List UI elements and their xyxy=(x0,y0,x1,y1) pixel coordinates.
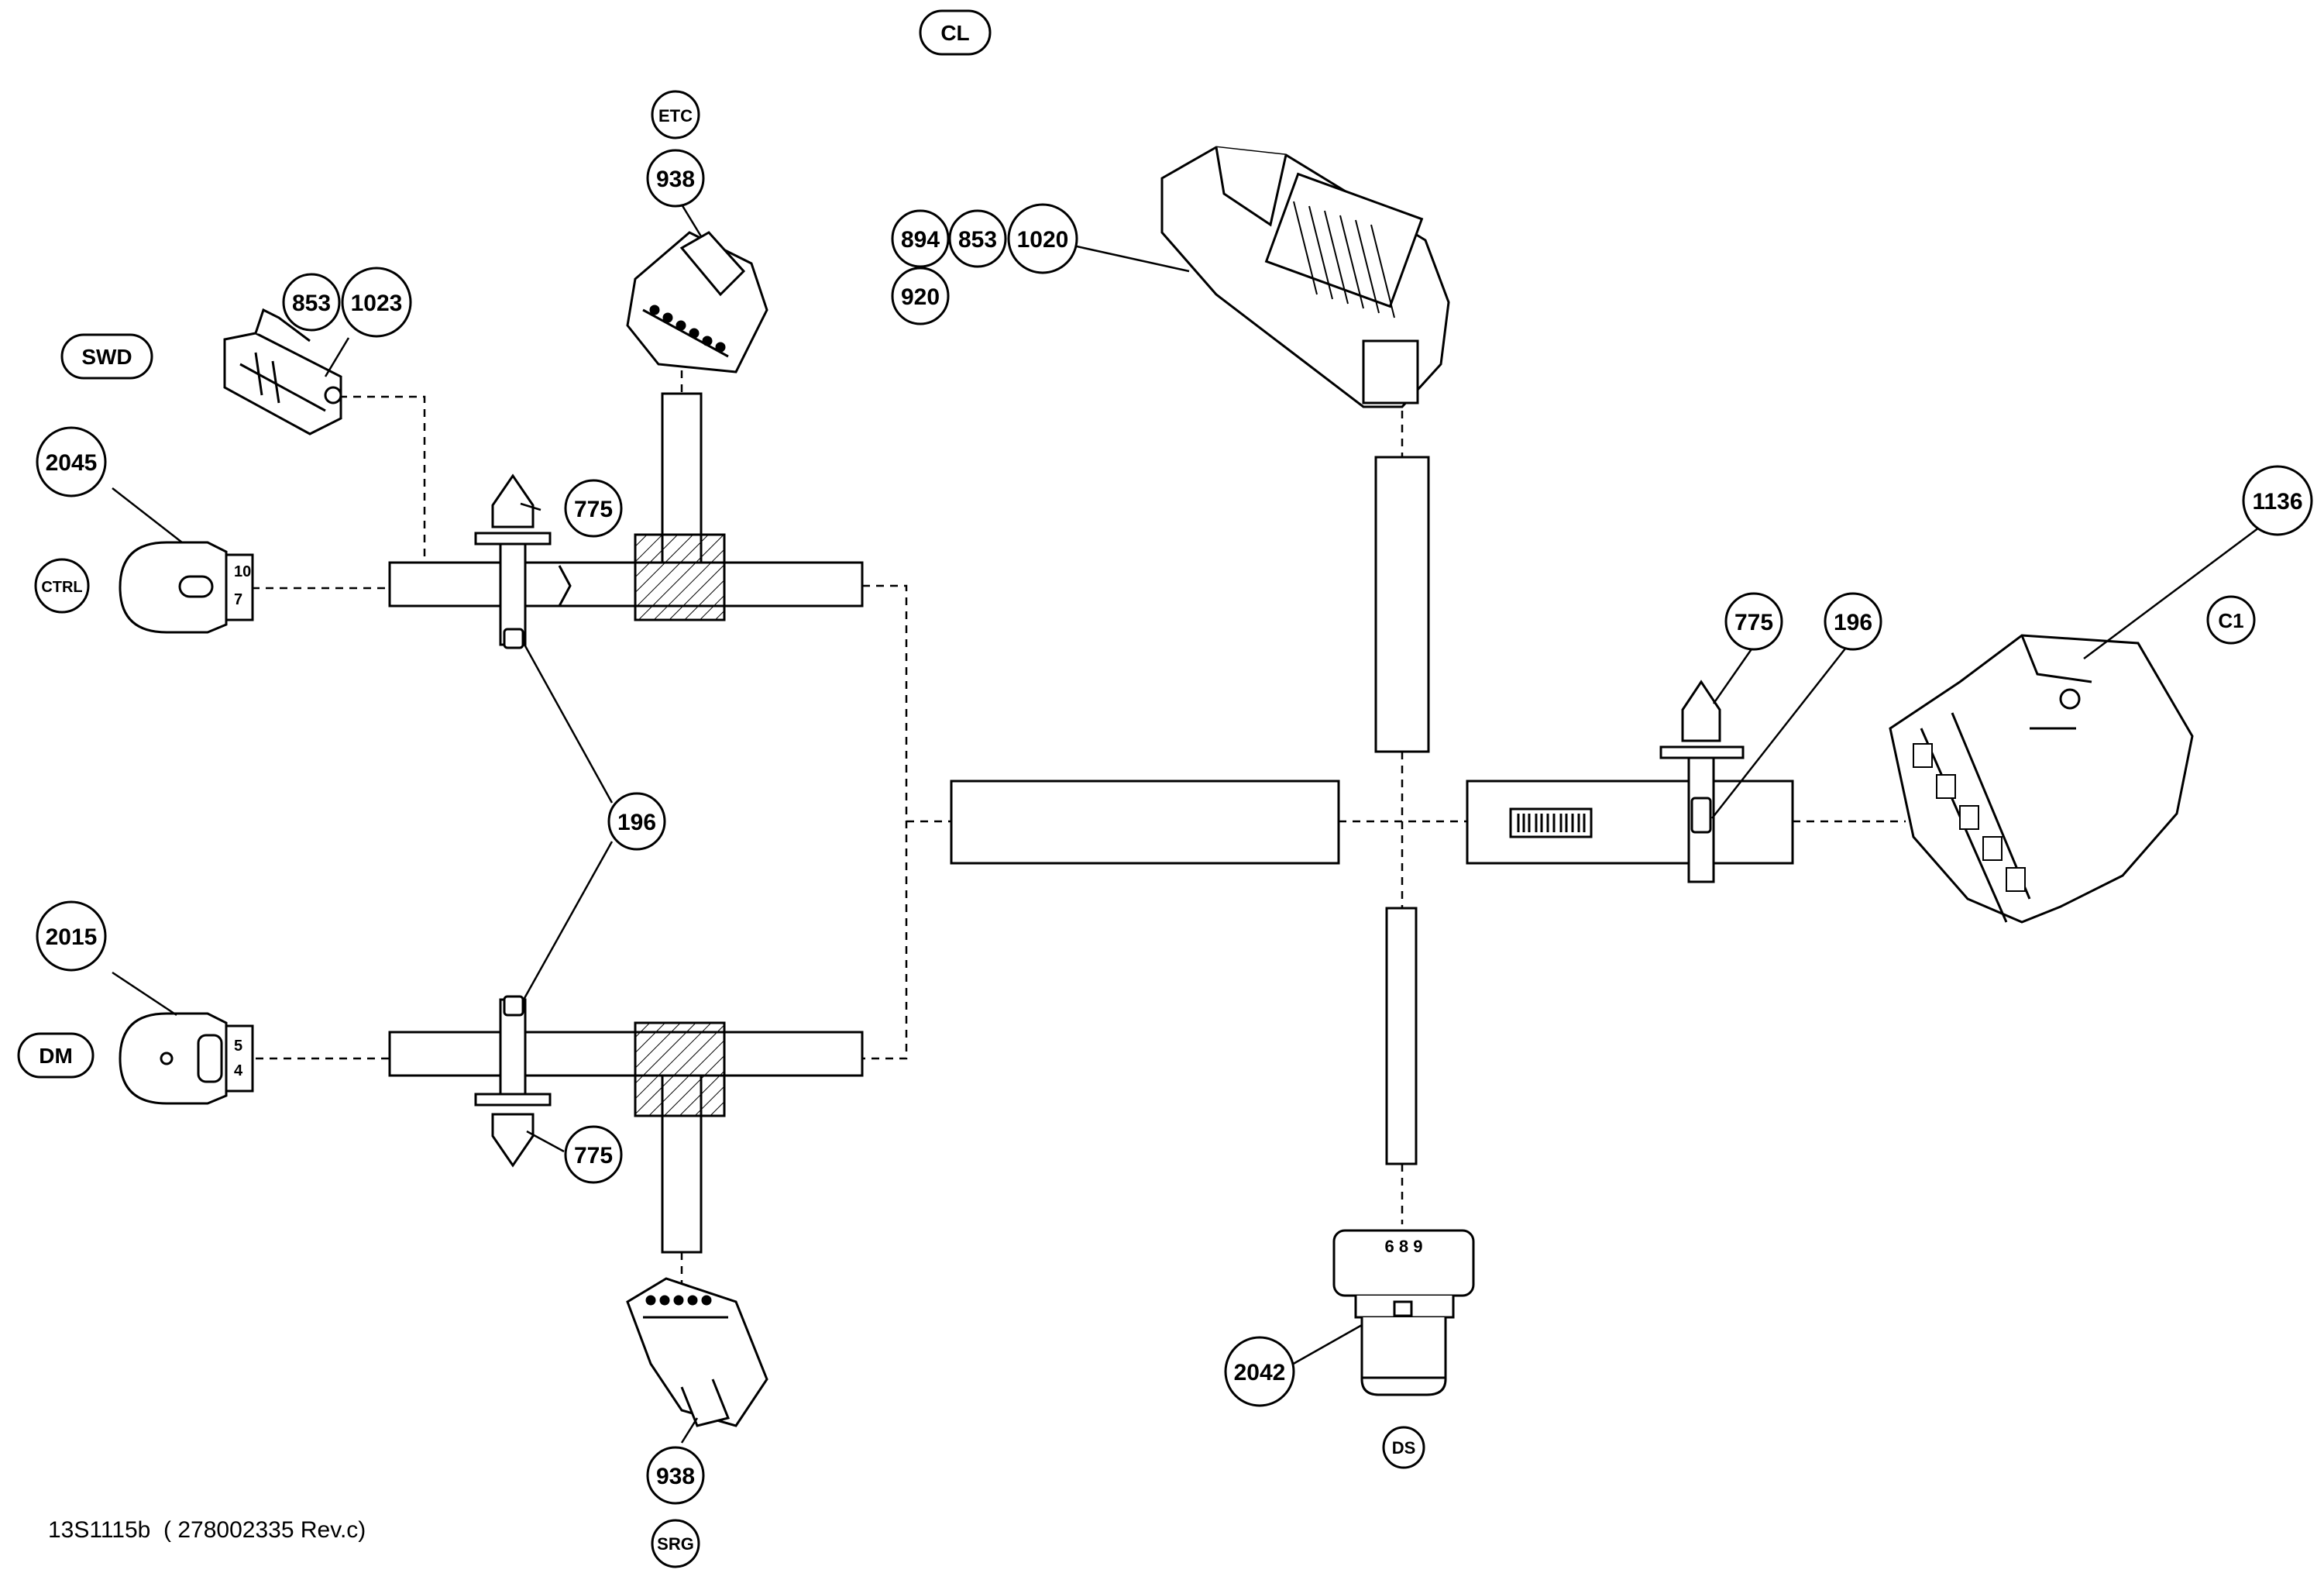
swd-sensor-icon xyxy=(223,308,342,435)
code-c1: C1 xyxy=(2218,609,2243,632)
part-196-right: 196 xyxy=(1834,610,1872,635)
code-ds: DS xyxy=(1392,1438,1416,1458)
part-775-top: 775 xyxy=(574,497,613,522)
part-938-bottom: 938 xyxy=(656,1464,695,1489)
part-196-left: 196 xyxy=(617,810,656,835)
callout-2042 xyxy=(1224,1336,1295,1407)
ctrl-pin-b: 7 xyxy=(234,591,242,608)
c1-connector-icon xyxy=(1889,634,2194,924)
part-920: 920 xyxy=(901,284,940,310)
part-775-bottom: 775 xyxy=(574,1143,613,1169)
part-853-top: 853 xyxy=(958,227,997,253)
code-swd: SWD xyxy=(81,345,132,369)
callout-853-top xyxy=(948,209,1007,268)
ds-connector-icon: 6 8 9 xyxy=(1332,1229,1475,1396)
tag-ctrl xyxy=(34,558,90,614)
callout-1020 xyxy=(1007,203,1078,274)
callout-196-right xyxy=(1824,592,1882,651)
callout-1136 xyxy=(2242,465,2313,536)
callout-1023 xyxy=(341,267,412,338)
tag-etc xyxy=(651,90,700,139)
document-id: 13S1115b ( 278002335 Rev.c) xyxy=(48,1517,366,1543)
callout-938-top xyxy=(646,149,705,208)
dm-pin-a: 5 xyxy=(234,1038,242,1055)
push-mount-right xyxy=(1659,680,1745,883)
branch-left-lower xyxy=(388,1031,864,1077)
barcode-icon xyxy=(1509,807,1593,838)
callout-196-left xyxy=(607,792,666,851)
callout-2045 xyxy=(36,426,107,497)
code-etc: ETC xyxy=(658,106,693,126)
tag-dm xyxy=(17,1032,95,1079)
part-2015: 2015 xyxy=(46,924,98,950)
junction-srg xyxy=(634,1021,726,1117)
callout-894 xyxy=(891,209,950,268)
tag-swd xyxy=(60,333,153,380)
tag-ds xyxy=(1382,1426,1425,1469)
code-dm: DM xyxy=(39,1044,73,1068)
part-2045: 2045 xyxy=(46,450,98,476)
part-775-right: 775 xyxy=(1734,610,1773,635)
ds-pins: 6 8 9 xyxy=(1385,1237,1423,1256)
tag-c1 xyxy=(2206,595,2256,645)
cl-connector-icon xyxy=(1160,146,1450,408)
branch-ds xyxy=(1385,907,1418,1165)
part-938-top: 938 xyxy=(656,167,695,192)
branch-trunk xyxy=(950,780,1340,865)
dash-left-junction xyxy=(862,584,908,1060)
code-cl: CL xyxy=(940,21,969,45)
callout-775-top xyxy=(564,479,623,538)
callout-853-swd xyxy=(282,273,341,332)
push-mount-upper xyxy=(474,473,552,649)
callout-938-bottom xyxy=(646,1446,705,1505)
dm-connector-icon: 5 4 xyxy=(119,1012,254,1105)
tag-cl xyxy=(919,9,992,56)
callout-775-bottom xyxy=(564,1125,623,1184)
part-853-swd: 853 xyxy=(292,291,331,316)
part-1023: 1023 xyxy=(351,291,403,316)
callout-775-right xyxy=(1724,592,1783,651)
tag-srg xyxy=(651,1519,700,1568)
code-ctrl: CTRL xyxy=(41,579,82,596)
branch-left-upper xyxy=(388,561,864,608)
part-2042: 2042 xyxy=(1234,1360,1286,1385)
srg-connector-icon xyxy=(626,1277,768,1427)
dm-pin-b: 4 xyxy=(234,1062,243,1079)
etc-connector-icon xyxy=(626,231,768,373)
dash-swd xyxy=(325,395,426,563)
ctrl-connector-icon: 10 7 xyxy=(119,541,254,634)
code-srg: SRG xyxy=(657,1534,694,1554)
junction-etc xyxy=(634,533,726,621)
callout-920 xyxy=(891,267,950,325)
ctrl-pin-a: 10 xyxy=(234,563,251,580)
push-mount-lower xyxy=(474,995,552,1168)
callout-2015 xyxy=(36,900,107,972)
part-1136: 1136 xyxy=(2252,489,2302,515)
branch-cl xyxy=(1374,456,1430,753)
part-1020: 1020 xyxy=(1017,227,1069,253)
part-894: 894 xyxy=(901,227,940,253)
